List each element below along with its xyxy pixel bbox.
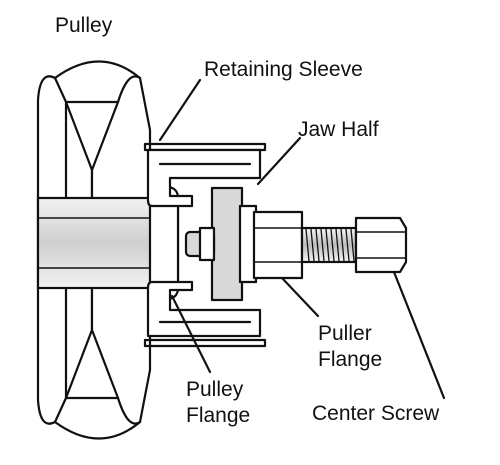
label-retaining-sleeve: Retaining Sleeve — [204, 58, 363, 81]
jaw-half-lower — [146, 280, 262, 338]
thread-line — [305, 228, 310, 262]
retaining-sleeve — [143, 142, 267, 348]
thread-line — [310, 228, 315, 262]
thread-line — [320, 228, 325, 262]
thread-line — [330, 228, 335, 262]
leader-retaining-sleeve — [158, 78, 202, 142]
thread-line — [315, 228, 320, 262]
label-pulley: Pulley — [55, 14, 113, 37]
label-pulley-flange-line1: Pulley — [186, 378, 244, 401]
jaw-half-upper — [146, 148, 262, 208]
label-puller-flange-line2: Flange — [318, 348, 383, 371]
label-jaw-half: Jaw Half — [298, 118, 379, 141]
label-center-screw: Center Screw — [312, 402, 440, 425]
leader-pulley-flange — [170, 294, 212, 374]
thread-line — [340, 228, 345, 262]
screw-threads — [305, 228, 355, 262]
puller-flange — [210, 186, 258, 302]
leader-center-screw — [392, 270, 446, 400]
thread-line — [345, 228, 350, 262]
label-puller-flange-line1: Puller — [318, 322, 372, 345]
leader-jaw-half — [256, 136, 302, 186]
thread-line — [325, 228, 330, 262]
thread-line — [335, 228, 340, 262]
label-pulley-flange-line2: Flange — [186, 404, 251, 427]
leader-lines — [158, 78, 446, 400]
puller-body — [252, 210, 304, 280]
nose-pin — [184, 226, 216, 262]
leader-puller-flange — [280, 276, 320, 318]
center-screw — [300, 216, 408, 274]
thread-line — [350, 228, 355, 262]
